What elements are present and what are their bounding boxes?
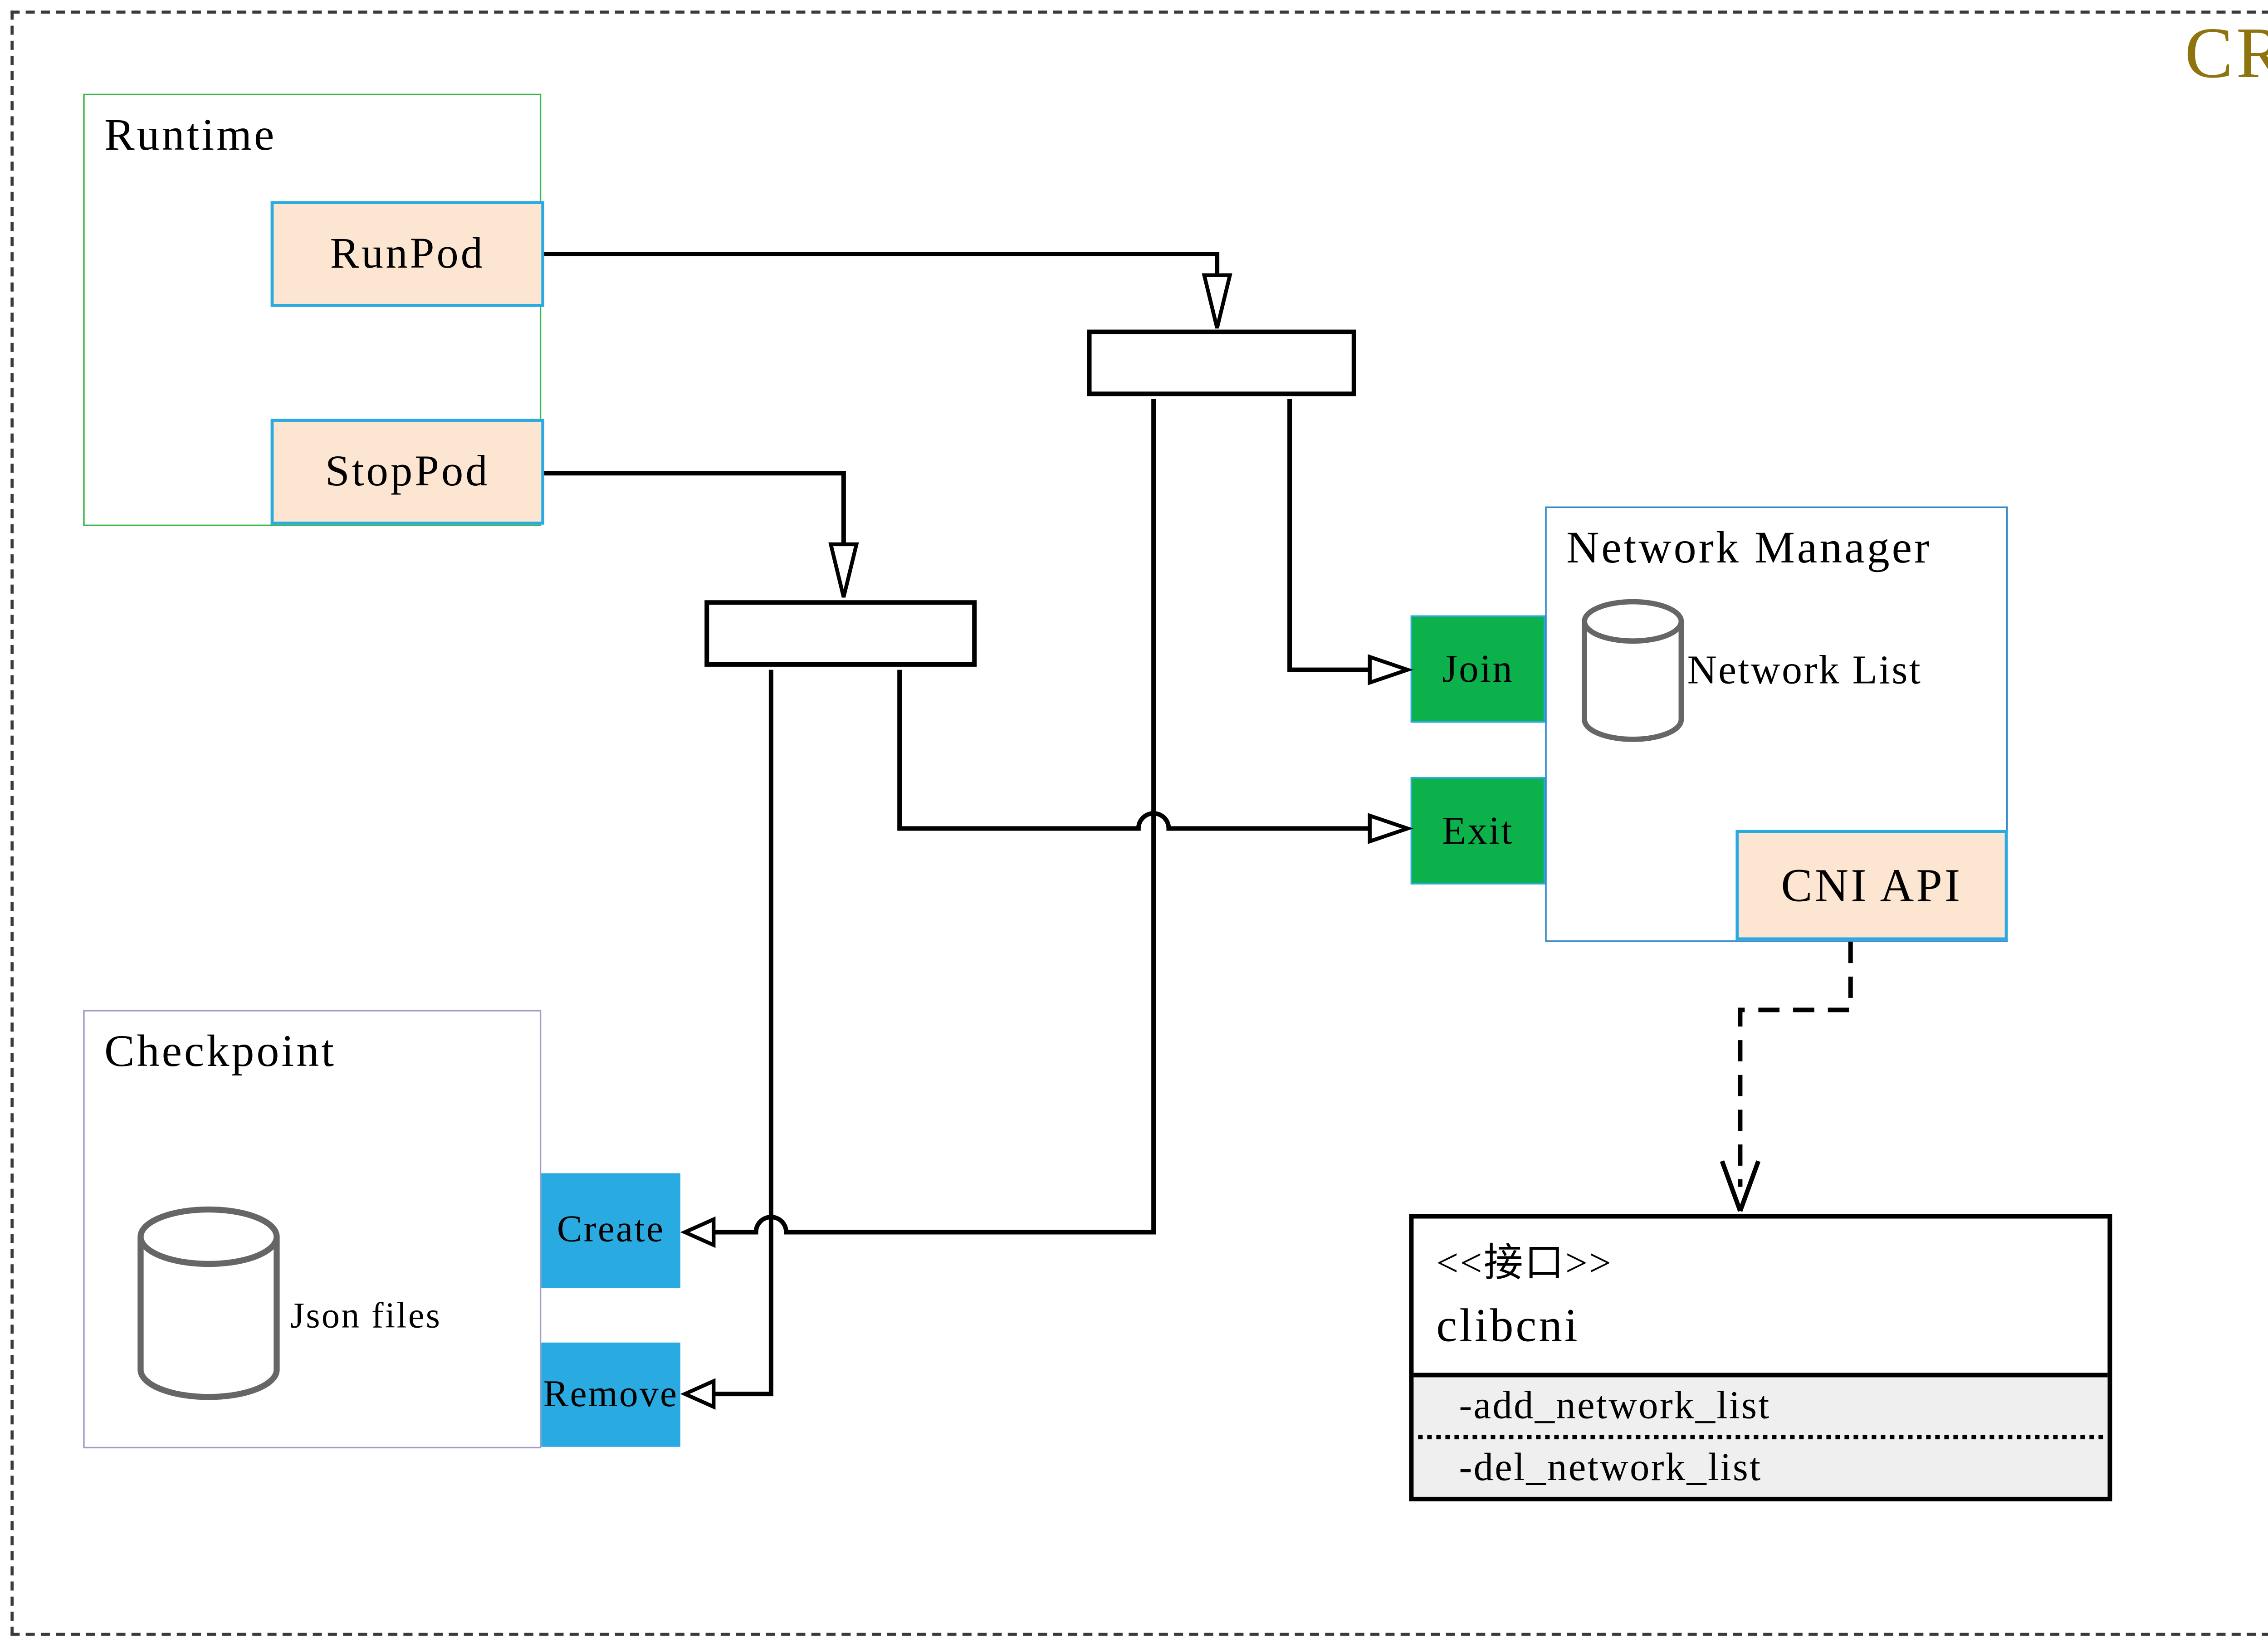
- method-del-network-list: -del_network_list: [1459, 1445, 1762, 1490]
- stoppod-node: StopPod: [270, 419, 544, 525]
- json-files-label: Json files: [290, 1297, 442, 1337]
- process-bar-runpod: [1087, 329, 1356, 396]
- clibcni-interface-box: <<接口>> clibcni -add_network_list -del_ne…: [1409, 1214, 2112, 1501]
- method-add-network-list: -add_network_list: [1459, 1383, 1771, 1427]
- network-list-label: Network List: [1687, 647, 1922, 693]
- runpod-node: RunPod: [270, 201, 544, 307]
- checkpoint-box: Checkpoint: [83, 1010, 542, 1449]
- cni-api-node: CNI API: [1735, 830, 2008, 941]
- diagram-title: CRI: [2185, 13, 2268, 94]
- network-manager-label: Network Manager: [1566, 523, 1932, 573]
- runtime-label: Runtime: [104, 110, 277, 161]
- remove-node: Remove: [541, 1342, 680, 1447]
- process-bar-stoppod: [704, 600, 977, 667]
- method-divider: [1418, 1435, 2103, 1440]
- interface-stereotype: <<接口>>: [1436, 1241, 1613, 1285]
- page-border: [10, 10, 2268, 1636]
- create-node: Create: [541, 1173, 680, 1288]
- checkpoint-label: Checkpoint: [104, 1026, 336, 1077]
- exit-node: Exit: [1410, 777, 1545, 885]
- interface-name: clibcni: [1436, 1299, 1580, 1352]
- join-node: Join: [1410, 615, 1545, 723]
- clibcni-methods-section: -add_network_list -del_network_list: [1413, 1373, 2108, 1497]
- clibcni-header: <<接口>> clibcni: [1413, 1218, 2107, 1373]
